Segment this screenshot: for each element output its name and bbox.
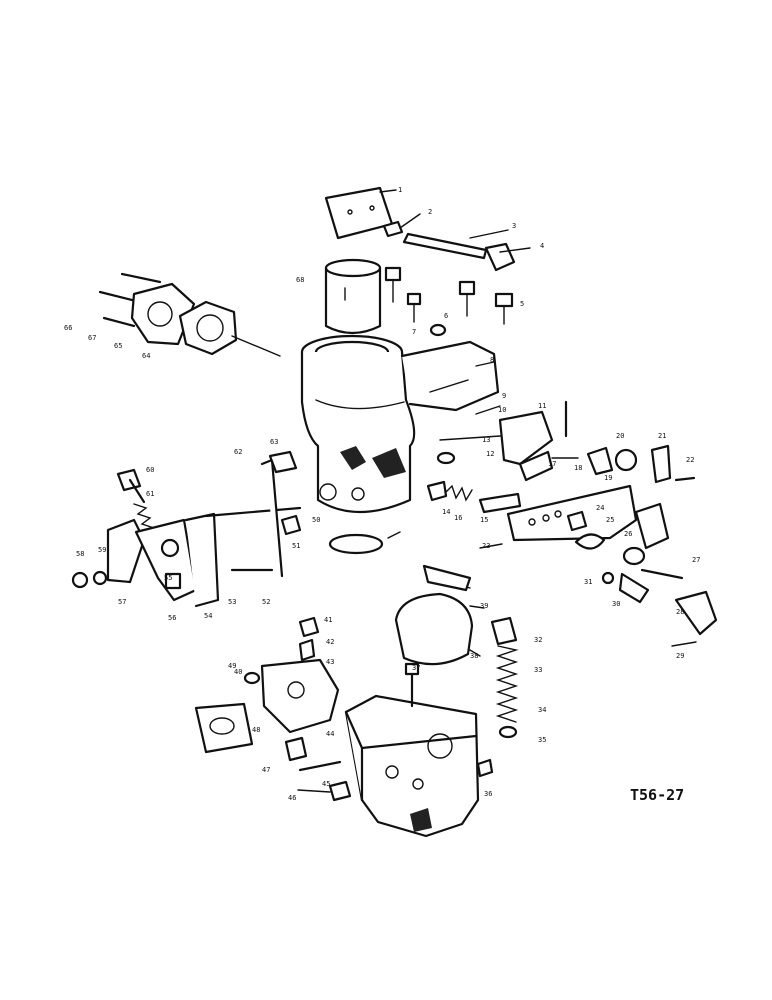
callout-40: 40 — [234, 668, 242, 676]
callout-22: 22 — [686, 456, 694, 464]
callout-29: 29 — [676, 652, 684, 660]
callout-9: 9 — [502, 392, 506, 400]
needle-valve — [476, 616, 519, 778]
callout-25: 25 — [606, 516, 614, 524]
choke-linkage — [436, 400, 568, 482]
callout-63: 63 — [270, 438, 278, 446]
throttle-bracket — [506, 444, 696, 550]
callout-35: 35 — [538, 736, 546, 744]
callout-55: 55 — [164, 574, 172, 582]
callout-30: 30 — [612, 600, 620, 608]
callout-54: 54 — [204, 612, 212, 620]
callout-38: 38 — [470, 652, 478, 660]
venturi-sleeve — [324, 258, 382, 335]
callout-37: 37 — [412, 664, 420, 672]
callout-67: 67 — [88, 334, 96, 342]
callout-49: 49 — [228, 662, 236, 670]
callout-23: 23 — [482, 542, 490, 550]
callout-16: 16 — [454, 514, 462, 522]
callout-46: 46 — [288, 794, 296, 802]
callout-47: 47 — [262, 766, 270, 774]
callout-7: 7 — [412, 328, 416, 336]
callout-20: 20 — [616, 432, 624, 440]
callout-61: 61 — [146, 490, 154, 498]
callout-64: 64 — [142, 352, 150, 360]
callout-6: 6 — [444, 312, 448, 320]
idle-adjust-screw — [426, 480, 522, 514]
callout-3: 3 — [512, 222, 516, 230]
callout-10: 10 — [498, 406, 506, 414]
callout-24: 24 — [596, 504, 604, 512]
callout-4: 4 — [540, 242, 544, 250]
callout-57: 57 — [118, 598, 126, 606]
callout-34: 34 — [538, 706, 546, 714]
callout-27: 27 — [692, 556, 700, 564]
figure-id: T56-27 — [630, 786, 684, 804]
callout-41: 41 — [324, 616, 332, 624]
callout-21: 21 — [658, 432, 666, 440]
callout-53: 53 — [228, 598, 236, 606]
float-bowl — [344, 662, 480, 838]
callout-44: 44 — [326, 730, 334, 738]
callout-28: 28 — [676, 608, 684, 616]
callout-52: 52 — [262, 598, 270, 606]
callout-36: 36 — [484, 790, 492, 798]
callout-45: 45 — [322, 780, 330, 788]
carburetor-body — [300, 334, 500, 514]
leader-lines — [387, 361, 579, 657]
callout-32: 32 — [534, 636, 542, 644]
callout-65: 65 — [114, 342, 122, 350]
callout-50: 50 — [312, 516, 320, 524]
callout-18: 18 — [574, 464, 582, 472]
callout-39: 39 — [480, 602, 488, 610]
callout-31: 31 — [584, 578, 592, 586]
throttle-shaft — [402, 229, 531, 272]
callout-26: 26 — [624, 530, 632, 538]
callout-14: 14 — [442, 508, 450, 516]
callout-1: 1 — [398, 186, 402, 194]
float — [394, 564, 474, 666]
callout-66: 66 — [64, 324, 72, 332]
callout-48: 48 — [252, 726, 260, 734]
pump-linkage — [71, 450, 384, 608]
callout-59: 59 — [98, 546, 106, 554]
callout-62: 62 — [234, 448, 242, 456]
jet-screws — [384, 266, 514, 337]
accelerator-pump — [194, 616, 352, 802]
callout-12: 12 — [486, 450, 494, 458]
callout-33: 33 — [534, 666, 542, 674]
callout-13: 13 — [482, 436, 490, 444]
callout-19: 19 — [604, 474, 612, 482]
callout-11: 11 — [538, 402, 546, 410]
callout-8: 8 — [490, 356, 494, 364]
fast-idle-cam — [601, 502, 718, 647]
callout-43: 43 — [326, 658, 334, 666]
callout-51: 51 — [292, 542, 300, 550]
callout-2: 2 — [428, 208, 432, 216]
callout-42: 42 — [326, 638, 334, 646]
screw — [382, 213, 421, 238]
inlet-flange — [98, 272, 281, 357]
callout-5: 5 — [520, 300, 524, 308]
callout-58: 58 — [76, 550, 84, 558]
callout-60: 60 — [146, 466, 154, 474]
callout-15: 15 — [480, 516, 488, 524]
callout-17: 17 — [548, 460, 556, 468]
callout-56: 56 — [168, 614, 176, 622]
callout-68: 68 — [296, 276, 304, 284]
